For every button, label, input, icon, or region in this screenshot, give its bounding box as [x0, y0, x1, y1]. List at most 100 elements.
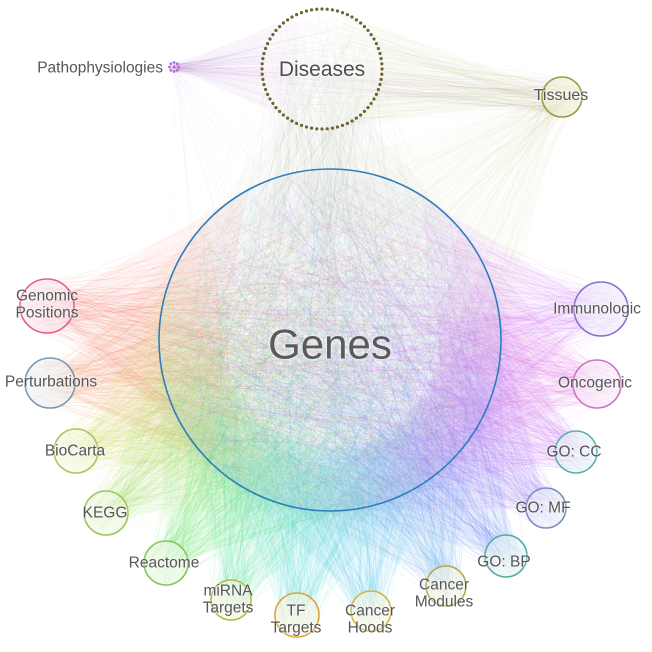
edge-line: [245, 53, 310, 353]
edge-line: [494, 335, 583, 401]
edge-line: [175, 353, 281, 563]
edge-line: [293, 298, 595, 382]
edge-line: [237, 342, 291, 607]
edge-line: [252, 198, 555, 499]
edge-line: [93, 351, 329, 518]
edge-line: [205, 401, 364, 598]
edge-line: [54, 295, 406, 469]
node-oncogenic[interactable]: [572, 359, 622, 409]
edge-line: [320, 374, 438, 570]
node-go_cc[interactable]: [554, 430, 598, 474]
edge-line: [330, 74, 549, 111]
edge-line: [362, 294, 392, 604]
edge-line: [173, 67, 328, 105]
edge-line: [299, 32, 404, 367]
edge-line: [59, 249, 475, 284]
edge-line: [315, 9, 436, 468]
edge-line: [172, 64, 287, 92]
edge-line: [224, 249, 560, 503]
node-kegg[interactable]: [83, 490, 129, 536]
edge-line: [255, 375, 293, 599]
edge-line: [353, 97, 463, 271]
edge-line: [52, 308, 482, 332]
ring-dot: [260, 67, 264, 71]
edge-line: [182, 429, 414, 567]
edge-line: [273, 87, 287, 368]
edge-line: [376, 221, 444, 595]
ring-dot: [350, 119, 354, 123]
edge-line: [387, 335, 500, 575]
ring-dot: [264, 46, 268, 51]
node-biocarta[interactable]: [53, 428, 99, 474]
edge-line: [300, 90, 561, 104]
node-cancer_hoods[interactable]: [350, 590, 392, 632]
node-immunologic[interactable]: [573, 281, 629, 337]
edge-line: [62, 324, 252, 483]
edge-line: [311, 473, 356, 604]
edge-line: [175, 67, 371, 94]
edge-line: [80, 411, 464, 435]
edge-line: [253, 257, 597, 456]
node-cancer_modules[interactable]: [425, 565, 467, 607]
edge-line: [480, 265, 544, 498]
node-diseases[interactable]: [260, 7, 384, 131]
edge-line: [223, 316, 401, 606]
node-genes[interactable]: [158, 168, 502, 512]
node-go_mf[interactable]: [525, 487, 567, 529]
edge-line: [234, 400, 237, 611]
edge-line: [219, 433, 298, 618]
edge-line: [184, 230, 458, 568]
edge-line: [200, 373, 448, 596]
edge-line: [177, 63, 315, 114]
edge-line: [473, 326, 489, 564]
node-tissues[interactable]: [541, 76, 583, 118]
edge-line: [58, 443, 323, 463]
node-mirna_targets[interactable]: [210, 579, 252, 621]
edge-line: [89, 285, 298, 503]
edge-line: [238, 286, 377, 596]
edge-line: [106, 478, 289, 503]
edge-line: [330, 485, 492, 549]
node-perturbations[interactable]: [24, 357, 76, 409]
edge-line: [218, 246, 316, 609]
edge-line: [179, 92, 544, 397]
edge-line: [264, 87, 302, 305]
edge-line: [207, 306, 625, 344]
edge-line: [355, 71, 445, 422]
edge-line: [200, 233, 518, 555]
edge-line: [390, 369, 581, 485]
edge-line: [277, 298, 307, 620]
edge-line: [315, 497, 538, 506]
edge-line: [430, 292, 576, 459]
edge-line: [316, 12, 469, 375]
edge-line: [447, 320, 591, 370]
edge-line: [440, 252, 594, 403]
edge-line: [44, 308, 387, 371]
node-genomic_positions[interactable]: [19, 278, 75, 334]
edge-line: [324, 173, 612, 333]
edge-line: [191, 269, 589, 299]
edge-line: [88, 439, 283, 476]
edge-line: [352, 239, 381, 618]
edge-line: [419, 404, 461, 593]
edge-line: [326, 19, 337, 451]
edge-line: [332, 392, 524, 556]
edge-line: [413, 361, 571, 435]
edge-line: [384, 228, 496, 569]
node-reactome[interactable]: [143, 540, 189, 586]
edge-line: [62, 391, 398, 488]
edge-line: [448, 339, 573, 461]
node-pathophysiologies[interactable]: [168, 61, 180, 73]
ring-dot: [345, 13, 349, 17]
edge-line: [426, 463, 504, 537]
edge-line: [445, 389, 570, 472]
edge-line: [178, 326, 227, 564]
node-go_bp[interactable]: [484, 534, 528, 578]
edge-line: [411, 232, 590, 307]
edge-line: [326, 40, 576, 102]
edge-line: [380, 467, 433, 609]
edge-line: [311, 59, 551, 99]
edge-line: [67, 376, 425, 380]
node-tf_targets[interactable]: [274, 592, 320, 638]
edge-line: [359, 395, 588, 505]
